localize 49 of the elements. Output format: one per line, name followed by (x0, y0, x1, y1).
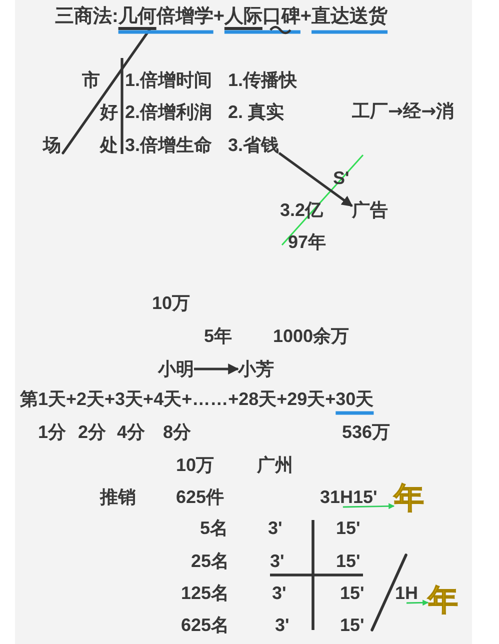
note-text: 1分 (38, 422, 66, 442)
note-text: 广告 (352, 200, 388, 220)
note-text: 市 (82, 70, 100, 90)
note-text: 31H15' (320, 487, 378, 507)
note-text: 97年 (288, 232, 326, 252)
note-text: 好 (100, 102, 118, 122)
note-text: 3.倍增生命 (125, 135, 212, 155)
note-text: 广州 (257, 455, 293, 475)
note-text: 625件 (176, 487, 224, 507)
note-text: 2.倍增利润 (125, 102, 212, 122)
note-text: 15' (336, 518, 360, 538)
note-text: 15' (340, 583, 364, 603)
note-text: 8分 (163, 422, 192, 442)
title: 三商法:几何倍增学+人际口碑+直达送货 (55, 6, 388, 28)
note-text: 15' (336, 551, 360, 571)
note-text: 3' (270, 551, 284, 571)
note-text: 小明 (158, 359, 194, 379)
note-text: 2分 (78, 422, 106, 442)
note-text: 第1天+2天+3天+4天+……+28天+29天+30天 (20, 389, 374, 409)
note-text: 5名 (200, 518, 228, 538)
note-text: 场 (43, 135, 61, 155)
note-text: 推销 (100, 487, 136, 507)
note-text: 处 (100, 135, 118, 155)
note-text: 1H (395, 583, 418, 603)
note-text: 10万 (152, 293, 190, 313)
note-text: 15' (340, 615, 364, 635)
note-text: 3' (268, 518, 282, 538)
note-text: 2. 真实 (228, 102, 284, 122)
note-text: 125名 (181, 583, 230, 603)
note-text: 1.传播快 (228, 70, 298, 90)
note-text: 1000余万 (273, 326, 350, 346)
note-text: 10万 (176, 455, 214, 475)
note-text: 工厂→经→消 (352, 102, 454, 122)
note-text: 1.倍增时间 (125, 70, 212, 90)
note-text: 4分 (117, 422, 146, 442)
note-text: 小芳 (238, 359, 274, 379)
note-text: 625名 (181, 615, 230, 635)
note-text: 年 (394, 483, 424, 515)
note-text: 3' (275, 615, 290, 635)
arrow (194, 364, 240, 374)
note-text: 536万 (342, 422, 390, 442)
note-text: 5年 (204, 326, 232, 346)
arrow (342, 503, 395, 510)
arrow (278, 152, 353, 208)
arrow (406, 600, 429, 606)
note-text: 3' (272, 583, 286, 603)
note-text: 25名 (191, 551, 230, 571)
note-text: 年 (428, 585, 458, 617)
note-text: 3.省钱 (228, 135, 280, 155)
